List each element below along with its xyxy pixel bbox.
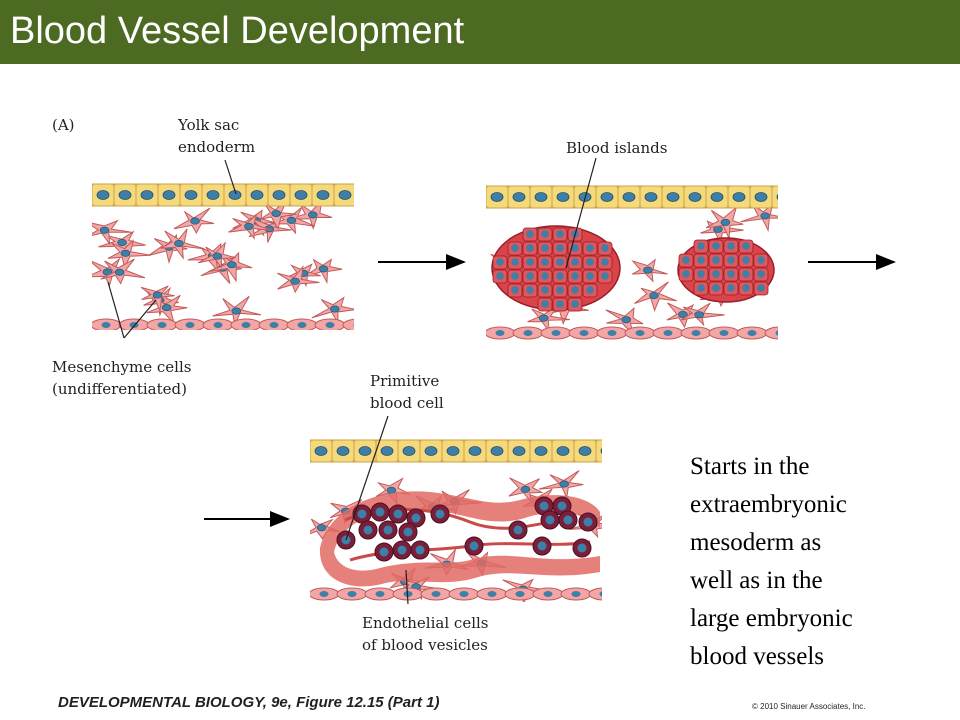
- bottom-cell-layer: [92, 318, 354, 330]
- side-note-line: large embryonic: [690, 605, 853, 632]
- label-yolk-sac-2: endoderm: [178, 138, 255, 156]
- panel-blood-vessels: [310, 436, 602, 602]
- bottom-cell-layer-2: [486, 326, 778, 340]
- leader-primitive: [345, 415, 389, 541]
- label-blood-islands: Blood islands: [566, 139, 667, 157]
- leader-blood-islands: [565, 157, 597, 269]
- endoderm-layer: [92, 183, 354, 207]
- label-endothelial-2: of blood vesicles: [362, 636, 488, 654]
- panel-blood-islands: [486, 180, 778, 340]
- blood-island-left: [491, 225, 621, 312]
- side-note-line: mesoderm as: [690, 529, 822, 556]
- label-primitive-2: blood cell: [370, 394, 444, 412]
- label-yolk-sac-1: Yolk sac: [177, 116, 239, 134]
- side-note-line: blood vessels: [690, 643, 825, 670]
- panel-label: (A): [52, 116, 75, 134]
- endoderm-layer-3: [310, 439, 602, 463]
- title-bar: Blood Vessel Development: [0, 0, 960, 64]
- copyright: © 2010 Sinauer Associates, Inc.: [752, 702, 866, 711]
- leader-mesenchyme-1: [107, 281, 125, 339]
- side-note-line: Starts in the: [690, 453, 810, 480]
- slide-title: Blood Vessel Development: [10, 10, 465, 52]
- blood-island-right: [677, 237, 775, 303]
- endoderm-layer-2: [486, 185, 778, 209]
- label-mesenchyme-1: Mesenchyme cells: [52, 358, 191, 376]
- side-note-line: well as in the: [690, 567, 823, 594]
- panel-undifferentiated: [92, 180, 354, 330]
- label-primitive-1: Primitive: [370, 372, 439, 390]
- leader-mesenchyme-2: [123, 299, 157, 339]
- label-endothelial-1: Endothelial cells: [362, 614, 488, 632]
- leader-yolk-sac: [224, 159, 237, 195]
- label-mesenchyme-2: (undifferentiated): [52, 380, 187, 398]
- side-note-line: extraembryonic: [690, 491, 847, 518]
- figure-citation: DEVELOPMENTAL BIOLOGY, 9e, Figure 12.15 …: [58, 694, 440, 711]
- side-note: Starts in the extraembryonic mesoderm as…: [690, 448, 940, 676]
- bottom-cell-layer-3: [310, 587, 602, 601]
- leader-endothelial: [405, 569, 409, 605]
- primitive-blood-cells: [336, 496, 598, 562]
